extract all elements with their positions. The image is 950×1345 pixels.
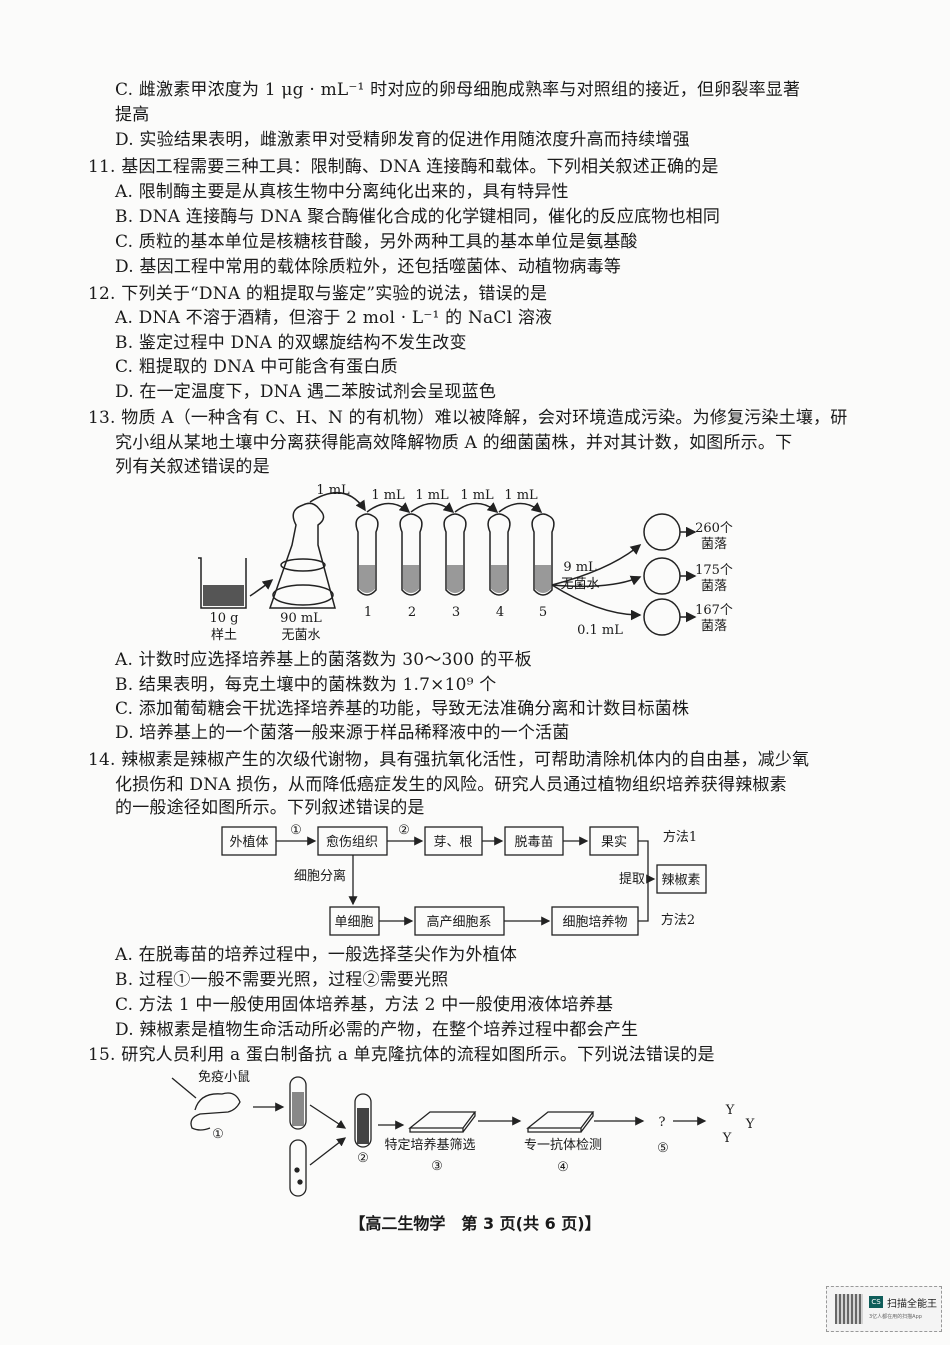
answer-option: D. 辣椒素是植物生命活动所必需的产物，在整个培养过程中都会产生 [115, 1020, 639, 1040]
colony-unit: 菌落 [701, 619, 727, 634]
step-1: ① [212, 1127, 224, 1142]
transfer-label: 1 mL [460, 488, 494, 503]
step-3: ③ [431, 1159, 443, 1174]
test-tube [531, 513, 555, 596]
answer-option: A. DNA 不溶于酒精，但溶于 2 mol · L⁻¹ 的 NaCl 溶液 [115, 308, 553, 328]
tube-number: 5 [539, 605, 547, 620]
scanner-tagline: 3亿人都在用的扫描App [869, 1314, 922, 1320]
answer-option: B. 鉴定过程中 DNA 的双螺旋结构不发生改变 [115, 333, 467, 353]
flask-label: 无菌水 [281, 628, 320, 643]
transfer-label: 1 mL [415, 488, 449, 503]
syringe-icon [171, 1077, 197, 1099]
shoots-roots-box: 芽、根 [433, 835, 472, 850]
question-stem: 15. 研究人员利用 a 蛋白制备抗 a 单克隆抗体的流程如图所示。下列说法错误… [88, 1045, 715, 1065]
scanner-logo: CS [869, 1296, 883, 1308]
question-stem: 13. 物质 A（一种含有 C、H、N 的有机物）难以被降解，会对环境造成污染。… [88, 408, 848, 428]
answer-option: B. 过程①一般不需要光照，过程②需要光照 [115, 970, 449, 990]
question-stem: 12. 下列关于“DNA 的粗提取与鉴定”实验的说法，错误的是 [88, 284, 548, 304]
selection-label: 特定培养基筛选 [384, 1137, 475, 1153]
qr-code-icon [835, 1294, 863, 1324]
answer-option: C. 粗提取的 DNA 中可能含有蛋白质 [115, 357, 398, 377]
flask [268, 502, 336, 609]
test-tube [399, 513, 423, 596]
answer-option: A. 计数时应选择培养基上的菌落数为 30～300 的平板 [115, 650, 532, 670]
antibody-icon: Y [745, 1117, 755, 1132]
water-volume: 9 mL [563, 560, 597, 575]
answer-option: B. DNA 连接酶与 DNA 聚合酶催化合成的化学键相同，催化的反应底物也相同 [115, 207, 721, 227]
capsaicin-box: 辣椒素 [661, 873, 700, 888]
question-text: 提高 [115, 105, 150, 125]
transfer-label: 1 mL [371, 488, 405, 503]
scanner-watermark: CS 扫描全能王 3亿人都在用的扫描App [826, 1286, 942, 1332]
answer-option: D. 基因工程中常用的载体除质粒外，还包括噬菌体、动植物病毒等 [115, 257, 622, 277]
step-4: ④ [557, 1160, 569, 1175]
colony-unit: 菌落 [701, 579, 727, 594]
step-2: ② [398, 823, 410, 838]
answer-option: C. 质粒的基本单位是核糖核苷酸，另外两种工具的基本单位是氨基酸 [115, 232, 638, 252]
single-cell-box: 单细胞 [334, 915, 373, 930]
answer-option: D. 培养基上的一个菌落一般来源于样品稀释液中的一个活菌 [115, 723, 570, 743]
capsaicin-flowchart [221, 826, 707, 936]
answer-option: C. 方法 1 中一般使用固体培养基，方法 2 中一般使用液体培养基 [115, 995, 614, 1015]
cell-culture-box: 细胞培养物 [562, 914, 627, 930]
colony-count: 260个 [695, 521, 733, 536]
test-tube [443, 513, 467, 596]
transfer-label: 1 mL [504, 488, 538, 503]
mouse-icon [190, 1092, 241, 1131]
test-tube [487, 513, 511, 596]
step-5: ⑤ [657, 1141, 669, 1156]
answer-option: C. 添加葡萄糖会干扰选择培养基的功能，导致无法准确分离和计数目标菌株 [115, 699, 690, 719]
answer-option: C. 雌激素甲浓度为 1 μg · mL⁻¹ 时对应的卵母细胞成熟率与对照组的接… [115, 80, 801, 100]
mouse-label: 免疫小鼠 [198, 1069, 250, 1085]
cell-separation-label: 细胞分离 [294, 868, 346, 884]
method-2-label: 方法2 [661, 912, 695, 928]
fruit-box: 果实 [601, 835, 627, 850]
plating-volume: 0.1 mL [577, 623, 623, 638]
colony-count: 175个 [695, 563, 733, 578]
tube-number: 1 [364, 605, 372, 620]
soil-mass: 10 g [210, 611, 239, 626]
method-1-label: 方法1 [663, 829, 697, 845]
question-text: 究小组从某地土壤中分离获得能高效降解物质 A 的细菌菌株，并对其计数，如图所示。… [115, 433, 793, 453]
tube-number: 4 [496, 605, 504, 620]
water-label: 无菌水 [560, 577, 599, 592]
high-yield-box: 高产细胞系 [426, 914, 491, 930]
step-1: ① [290, 823, 302, 838]
answer-option: A. 在脱毒苗的培养过程中，一般选择茎尖作为外植体 [115, 945, 518, 965]
answer-option: B. 结果表明，每克土壤中的菌株数为 1.7×10⁹ 个 [115, 675, 497, 695]
answer-option: A. 限制酶主要是从真核生物中分离纯化出来的，具有特异性 [115, 182, 569, 202]
explant-box: 外植体 [229, 835, 268, 850]
virus-free-box: 脱毒苗 [514, 835, 553, 850]
step-2: ② [357, 1151, 369, 1166]
flask-volume: 90 mL [280, 611, 322, 626]
question-stem: 11. 基因工程需要三种工具：限制酶、DNA 连接酶和载体。下列相关叙述正确的是 [88, 157, 719, 177]
detection-label: 专一抗体检测 [524, 1138, 602, 1153]
test-tube [355, 513, 379, 596]
page-footer: 【高二生物学 第 3 页(共 6 页)】 [349, 1214, 601, 1233]
antibody-icon: Y [722, 1131, 732, 1146]
tube-number: 3 [452, 605, 460, 620]
antibody-flow [171, 1076, 707, 1197]
question-text: 列有关叙述错误的是 [115, 457, 270, 477]
soil-label: 样土 [211, 628, 237, 643]
antibody-icon: Y [725, 1103, 735, 1118]
scanner-name: 扫描全能王 [887, 1299, 937, 1310]
question-text: 的一般途径如图所示。下列叙述错误的是 [115, 798, 425, 818]
answer-option: D. 在一定温度下，DNA 遇二苯胺试剂会呈现蓝色 [115, 382, 497, 402]
callus-box: 愈伤组织 [326, 835, 378, 850]
question-text: 化损伤和 DNA 损伤，从而降低癌症发生的风险。研究人员通过植物组织培养获得辣椒… [115, 775, 787, 795]
transfer-label: 1 mL [316, 483, 350, 498]
unknown-step: ? [659, 1115, 666, 1130]
colony-count: 167个 [695, 603, 733, 618]
beaker [198, 557, 247, 609]
answer-option: D. 实验结果表明，雌激素甲对受精卵发育的促进作用随浓度升高而持续增强 [115, 130, 690, 150]
question-stem: 14. 辣椒素是辣椒产生的次级代谢物，具有强抗氧化活性，可帮助清除机体内的自由基… [88, 750, 810, 770]
colony-unit: 菌落 [701, 537, 727, 552]
tube-number: 2 [408, 605, 416, 620]
extract-label: 提取 [619, 871, 645, 887]
